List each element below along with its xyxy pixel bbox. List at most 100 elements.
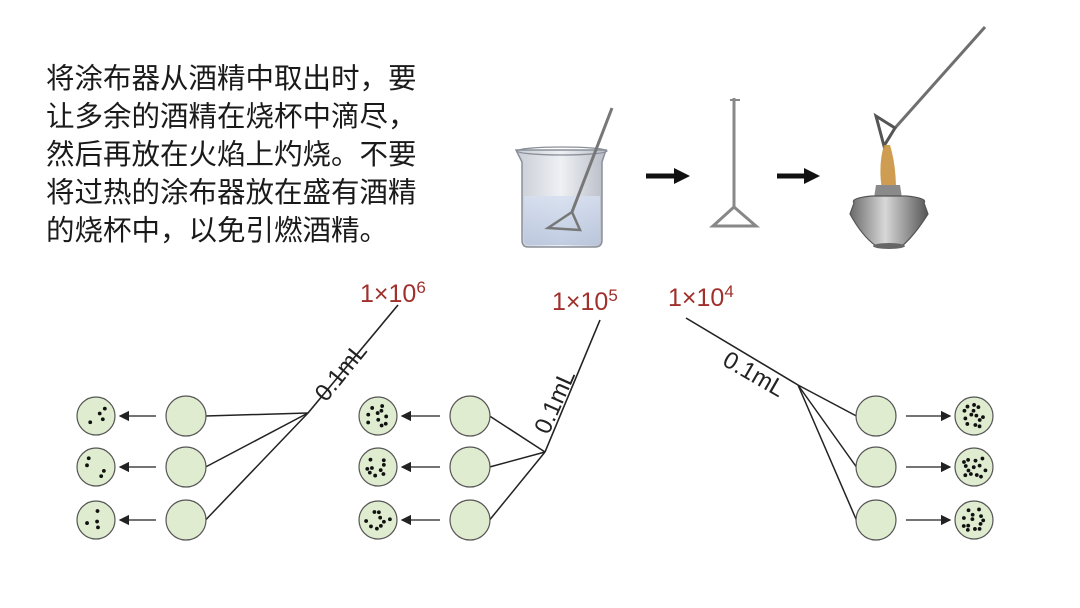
colony-dot: [972, 403, 976, 407]
colony-dot: [379, 408, 384, 413]
colony-dot: [380, 404, 385, 408]
culture-plate: [358, 500, 398, 540]
colony-dot: [379, 423, 384, 428]
colony-dot: [968, 472, 973, 476]
culture-plate: [358, 447, 398, 487]
colony-dot: [974, 473, 979, 477]
colony-dot: [966, 523, 971, 528]
dilution-factor-label: 1×105: [552, 286, 618, 316]
colony-dot: [980, 456, 985, 461]
colony-dot: [983, 468, 988, 473]
culture-plate: [76, 447, 116, 487]
colony-dot: [376, 417, 381, 422]
colony-dot: [966, 457, 970, 462]
colony-dot: [976, 405, 981, 410]
branch-line: [205, 412, 309, 417]
colony-dot: [965, 404, 970, 409]
colony-dot: [374, 526, 379, 531]
colony-dot: [974, 413, 979, 418]
colony-dot: [966, 508, 971, 513]
colony-dot: [373, 473, 378, 478]
colony-dot: [969, 412, 974, 417]
colony-dot: [376, 510, 381, 515]
colony-dot: [970, 512, 975, 517]
transfer-line: [544, 319, 601, 453]
inoculum-volume-label: 0.1mL: [718, 346, 789, 403]
colony-dot: [96, 525, 100, 530]
dilution-group: 1×104 0.1mL: [668, 282, 994, 541]
process-arrow-head-icon: [674, 168, 690, 184]
colony-dot: [101, 468, 106, 473]
colony-dot: [95, 519, 99, 524]
colony-dot: [365, 466, 370, 471]
colony-dot: [85, 521, 89, 525]
beaker-with-spreader-icon: [514, 107, 614, 248]
colony-dot: [971, 465, 976, 470]
colony-dot: [962, 408, 967, 413]
instruction-line: 的烧杯中，以免引燃酒精。: [46, 214, 389, 247]
colony-dot: [378, 515, 383, 520]
transfer-line: [307, 304, 399, 414]
colony-dot: [961, 524, 966, 528]
dilution-factor-label: 1×104: [668, 282, 734, 312]
colony-dot: [971, 408, 976, 413]
colony-dot: [366, 420, 371, 425]
colony-dot: [973, 423, 978, 427]
colony-dot: [973, 458, 978, 463]
colony-dot: [981, 518, 986, 523]
colony-dot: [966, 468, 971, 473]
colony-dot: [369, 524, 373, 529]
colony-dot: [978, 521, 983, 526]
colony-dot: [381, 458, 386, 463]
inoculum-volume-label: 0.1mL: [310, 338, 373, 407]
inoculum-plate: [449, 446, 491, 488]
colony-dot: [973, 527, 977, 531]
process-arrow-head-icon: [804, 168, 820, 184]
colony-dot: [366, 412, 371, 417]
colony-dot: [97, 411, 102, 416]
spreader-icon: [709, 98, 761, 228]
colony-dot: [99, 474, 104, 479]
instruction-line: 将涂布器从酒精中取出时，要: [46, 62, 417, 95]
colony-dot: [965, 527, 970, 532]
colony-dot: [370, 466, 374, 470]
colony-dot: [961, 516, 966, 520]
colony-dot: [367, 470, 372, 475]
colony-dot: [977, 418, 982, 422]
colony-dot: [387, 517, 392, 522]
colony-dot: [375, 411, 380, 415]
colony-dot: [100, 417, 105, 422]
branch-line: [797, 384, 858, 468]
colony-dot: [370, 406, 375, 410]
colony-dot: [364, 519, 369, 523]
branch-line: [205, 412, 309, 468]
branch-line: [489, 451, 546, 468]
colony-dot: [965, 422, 970, 426]
instructions-text: 将涂布器从酒精中取出时，要 让多余的酒精在烧杯中滴尽， 然后再放在火焰上灼烧。不…: [46, 60, 476, 250]
instruction-line: 让多余的酒精在烧杯中滴尽，: [46, 100, 417, 133]
colony-dot: [378, 523, 383, 528]
culture-plate: [954, 396, 994, 436]
culture-plate: [358, 396, 398, 436]
transfer-line: [685, 317, 799, 386]
colony-dot: [977, 424, 982, 429]
inoculum-plate: [449, 395, 491, 437]
colony-dot: [979, 514, 983, 518]
colony-dot: [963, 464, 968, 468]
colony-dot: [86, 456, 91, 461]
branch-line: [797, 384, 858, 521]
colony-dot: [382, 519, 386, 524]
branch-line: [797, 384, 857, 417]
colony-dot: [962, 460, 966, 464]
dilution-factor-label: 1×106: [360, 278, 426, 308]
colony-dot: [977, 507, 981, 512]
colony-dot: [383, 421, 388, 426]
colony-dot: [381, 472, 386, 476]
inoculum-plate: [165, 499, 207, 541]
instruction-line: 然后再放在火焰上灼烧。不要: [46, 138, 417, 171]
colony-dot: [378, 468, 383, 473]
colony-dot: [979, 474, 983, 479]
culture-plate: [76, 396, 116, 436]
